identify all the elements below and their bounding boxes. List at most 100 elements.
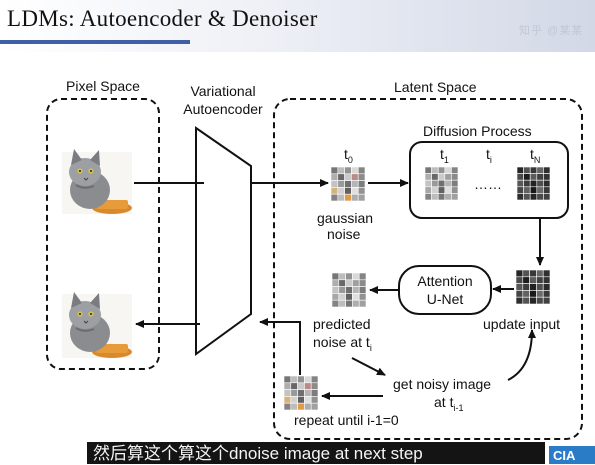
latent-cell xyxy=(283,382,292,390)
update-input-label: update input xyxy=(483,316,561,332)
latent-cell xyxy=(529,186,538,194)
latent-cell xyxy=(451,173,459,181)
latent-cell xyxy=(297,382,305,390)
latent-grid-tN xyxy=(516,166,551,201)
latent-cell xyxy=(536,166,544,174)
latent-cell xyxy=(357,193,366,202)
latent-cell xyxy=(522,269,530,278)
latent-space-label: Latent Space xyxy=(394,79,477,95)
latent-cell xyxy=(352,293,360,301)
latent-cell xyxy=(542,276,551,284)
title-underline xyxy=(0,40,190,44)
latent-cell xyxy=(536,290,544,298)
repeat-label: repeat until i-1=0 xyxy=(294,412,399,428)
latent-cell xyxy=(337,180,345,188)
noisy-label-line1: get noisy image xyxy=(393,376,492,392)
latent-cell xyxy=(522,296,530,305)
diffusion-process-label: Diffusion Process xyxy=(423,123,532,139)
latent-cell xyxy=(431,193,439,201)
latent-cell xyxy=(330,173,339,181)
latent-cell xyxy=(283,375,292,384)
latent-cell xyxy=(344,187,352,195)
latent-cell xyxy=(283,396,292,404)
latent-cell xyxy=(437,179,446,188)
latent-cell xyxy=(515,296,524,305)
arrow-noisy-to-update xyxy=(507,329,536,381)
latent-cell xyxy=(424,193,432,201)
latent-cell xyxy=(536,283,544,291)
pixel-space-panel xyxy=(46,98,160,370)
latent-grid-t0 xyxy=(330,166,366,202)
latent-cell xyxy=(523,193,531,201)
latent-cell xyxy=(310,389,319,397)
latent-cell xyxy=(523,186,531,194)
latent-cell xyxy=(330,187,339,195)
video-subtitle: 然后算这个算这个dnoise image at next step xyxy=(87,442,545,464)
latent-cell xyxy=(515,283,524,291)
predicted-label-line1: predicted xyxy=(313,316,371,332)
arrow-predicted-to-noisy xyxy=(351,357,386,376)
latent-cell xyxy=(304,402,312,411)
latent-cell xyxy=(424,173,432,181)
latent-cell xyxy=(523,166,531,174)
latent-cell xyxy=(542,290,551,298)
latent-cell xyxy=(290,396,298,404)
latent-cell xyxy=(522,276,530,284)
latent-cell xyxy=(297,396,305,404)
latent-cell xyxy=(358,279,367,287)
latent-cell xyxy=(424,179,432,188)
latent-cell xyxy=(337,173,345,181)
latent-cell xyxy=(536,296,544,305)
cat-image-output xyxy=(62,292,132,358)
latent-cell xyxy=(523,173,531,181)
latent-cell xyxy=(331,293,340,301)
latent-cell xyxy=(297,402,305,411)
latent-cell xyxy=(515,269,524,278)
latent-cell xyxy=(516,193,524,201)
latent-cell xyxy=(297,375,305,384)
latent-cell xyxy=(304,389,312,397)
attention-label-line1: Attention xyxy=(417,273,473,289)
latent-cell xyxy=(542,283,551,291)
slide-title: LDMs: Autoencoder & Denoiser xyxy=(7,6,318,31)
latent-cell xyxy=(424,186,432,194)
latent-grid-predicted xyxy=(331,272,367,308)
latent-cell xyxy=(345,299,353,308)
latent-cell xyxy=(444,179,452,188)
tN-label: tN xyxy=(530,146,541,165)
latent-cell xyxy=(310,402,319,411)
latent-cell xyxy=(297,389,305,397)
latent-cell xyxy=(331,299,340,308)
t0-label: t0 xyxy=(344,146,353,165)
corner-logo: CIA xyxy=(549,446,595,464)
latent-cell xyxy=(431,186,439,194)
latent-cell xyxy=(357,187,366,195)
latent-cell xyxy=(529,276,537,284)
latent-cell xyxy=(358,272,367,281)
latent-cell xyxy=(529,290,537,298)
latent-cell xyxy=(338,279,346,287)
latent-cell xyxy=(529,179,538,188)
latent-cell xyxy=(444,186,452,194)
latent-cell xyxy=(344,166,352,175)
latent-cell xyxy=(330,180,339,188)
latent-cell xyxy=(345,293,353,301)
latent-cell xyxy=(338,293,346,301)
predicted-label-line2: noise at ti xyxy=(313,334,372,353)
noisy-label-line2: at ti-1 xyxy=(434,394,464,413)
latent-cell xyxy=(451,186,459,194)
attention-unet-box xyxy=(398,265,492,315)
latent-grid-t1 xyxy=(424,166,459,201)
latent-cell xyxy=(536,193,544,201)
latent-cell xyxy=(431,166,439,174)
latent-cell xyxy=(330,193,339,202)
latent-cell xyxy=(338,272,346,281)
latent-cell xyxy=(515,290,524,298)
latent-cell xyxy=(529,173,538,181)
latent-cell xyxy=(536,276,544,284)
latent-cell xyxy=(338,286,346,294)
latent-cell xyxy=(351,173,359,181)
latent-cell xyxy=(424,166,432,174)
latent-cell xyxy=(529,269,537,278)
latent-cell xyxy=(451,193,459,201)
